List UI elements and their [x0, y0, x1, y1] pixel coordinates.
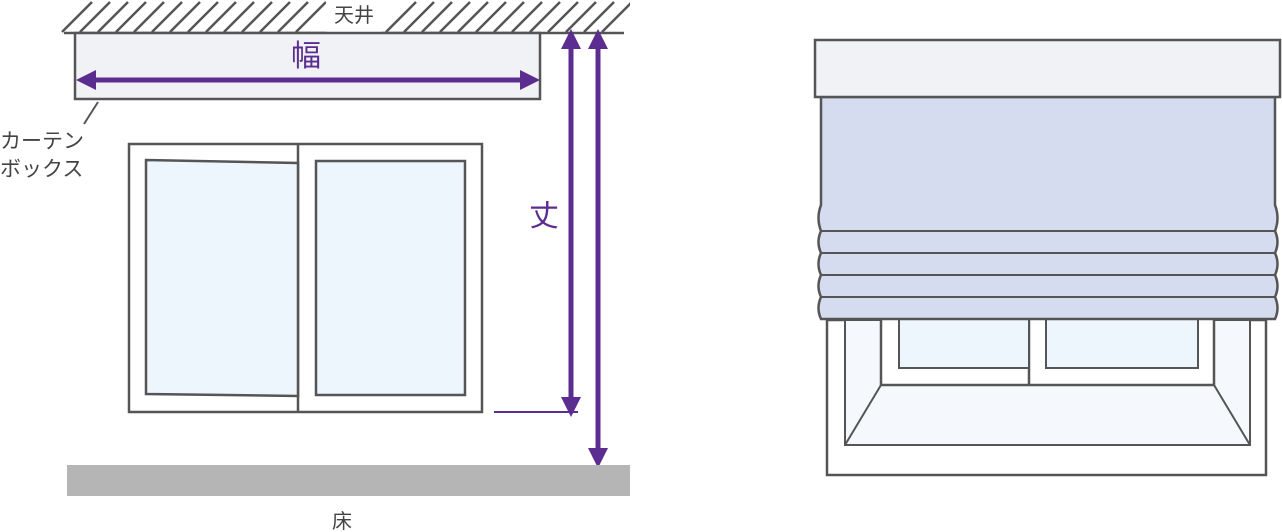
- window-pane-left: [144, 158, 300, 398]
- width-dimension: 幅: [76, 39, 540, 90]
- curtain-box-label-line2: ボックス: [0, 157, 83, 181]
- shade-window-sill-left: [844, 384, 882, 446]
- height-dimension: 丈: [529, 28, 608, 468]
- width-label: 幅: [291, 39, 321, 74]
- roman-shade-fabric: [817, 95, 1279, 321]
- shade-window-sill-right: [1213, 384, 1251, 446]
- window-pane-right: [314, 159, 467, 397]
- window: [127, 142, 484, 414]
- shade-head-box: [813, 38, 1282, 99]
- floor: [67, 465, 630, 496]
- shade-window-pane-right: [1045, 317, 1199, 369]
- ceiling-label-gap: [326, 0, 382, 32]
- ceiling-hatch: [61, 1, 630, 33]
- roman-shade: [817, 95, 1279, 321]
- ceiling-label: 天井: [334, 3, 374, 27]
- shade-window: [825, 316, 1268, 477]
- ceiling: 天井: [61, 0, 630, 35]
- curtain-box-label-line1: カーテン: [0, 129, 84, 153]
- floor-label: 床: [332, 509, 352, 532]
- curtain-box-leader: [83, 101, 99, 125]
- height-label: 丈: [529, 199, 559, 234]
- shade-window-pane-left: [898, 317, 1030, 369]
